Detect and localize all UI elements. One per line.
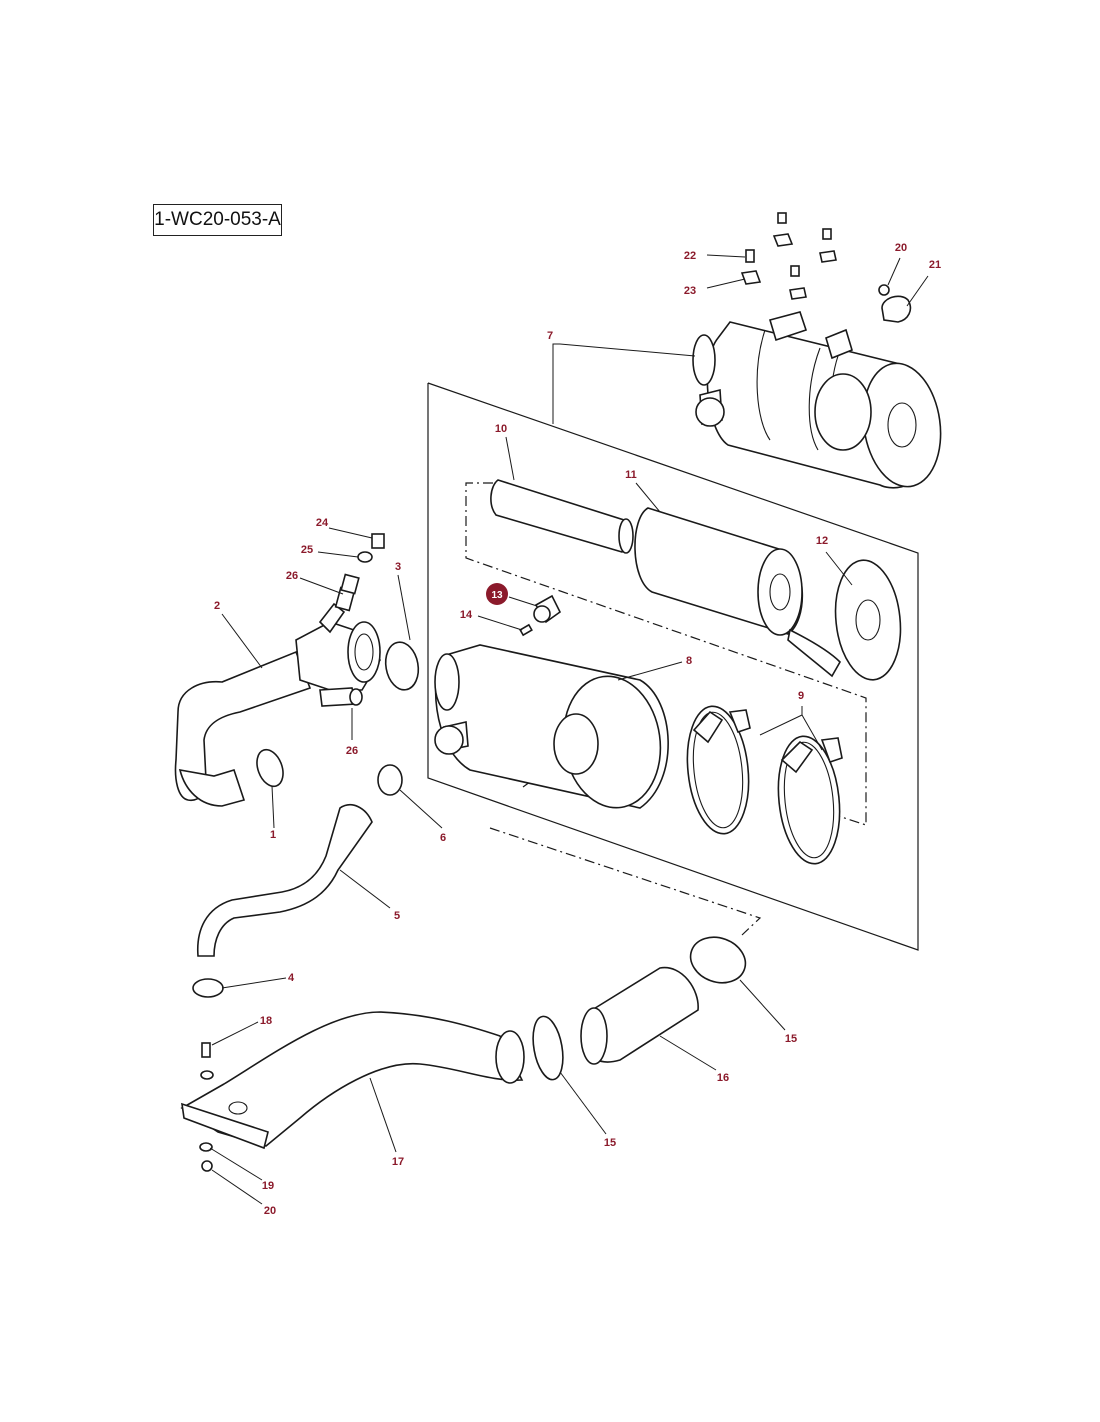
primary-filter-element (634, 507, 804, 636)
mounting-hardware-top (740, 212, 912, 323)
callout-8[interactable]: 8 (686, 655, 692, 667)
callout-15-upper[interactable]: 15 (785, 1033, 797, 1045)
outlet-clamps (532, 936, 747, 1081)
callout-18[interactable]: 18 (260, 1015, 272, 1027)
callout-6[interactable]: 6 (440, 832, 446, 844)
callout-26-upper[interactable]: 26 (286, 570, 298, 582)
pipe-mounting-hardware (199, 1042, 214, 1172)
callout-12[interactable]: 12 (816, 535, 828, 547)
callout-labels: 1 2 3 4 5 6 7 8 9 10 11 12 13 14 15 15 1… (214, 242, 941, 1217)
exploded-view-panel (427, 382, 919, 951)
callout-16[interactable]: 16 (717, 1072, 729, 1084)
callout-13[interactable]: 13 (491, 590, 503, 601)
diagram-reference-code: 1-WC20-053-A (153, 204, 282, 236)
callout-7[interactable]: 7 (547, 330, 553, 342)
outlet-hose (580, 966, 699, 1065)
air-cleaner-assembly (692, 311, 942, 489)
callout-17[interactable]: 17 (392, 1156, 404, 1168)
air-cleaner-housing (434, 644, 669, 809)
highlight-badge-13 (486, 583, 508, 605)
callout-11[interactable]: 11 (625, 469, 637, 481)
intake-pipe (180, 1011, 525, 1150)
callout-9[interactable]: 9 (798, 690, 804, 702)
breather-hose (196, 804, 373, 957)
callout-5[interactable]: 5 (394, 910, 400, 922)
safety-filter-element (490, 479, 634, 554)
callout-22[interactable]: 22 (684, 250, 696, 262)
callout-20-upper[interactable]: 20 (895, 242, 907, 254)
callout-2[interactable]: 2 (214, 600, 220, 612)
callout-23[interactable]: 23 (684, 285, 696, 297)
callout-leader-lines (209, 254, 929, 1205)
callout-15-lower[interactable]: 15 (604, 1137, 616, 1149)
housing-band-clamps (686, 705, 843, 865)
evacuator-valve (519, 594, 562, 637)
callout-21[interactable]: 21 (929, 259, 941, 271)
callout-10[interactable]: 10 (495, 423, 507, 435)
inlet-hose-assembly (174, 533, 385, 807)
hose-clamps-small (192, 641, 420, 998)
callout-20-lower[interactable]: 20 (264, 1205, 276, 1217)
callout-25[interactable]: 25 (301, 544, 313, 556)
callout-4[interactable]: 4 (288, 972, 295, 984)
callout-3[interactable]: 3 (395, 561, 401, 573)
callout-24[interactable]: 24 (316, 517, 329, 529)
callout-14[interactable]: 14 (460, 609, 473, 621)
callout-1[interactable]: 1 (270, 829, 276, 841)
filter-end-cover (787, 559, 902, 681)
callout-26-lower[interactable]: 26 (346, 745, 358, 757)
callout-19[interactable]: 19 (262, 1180, 274, 1192)
